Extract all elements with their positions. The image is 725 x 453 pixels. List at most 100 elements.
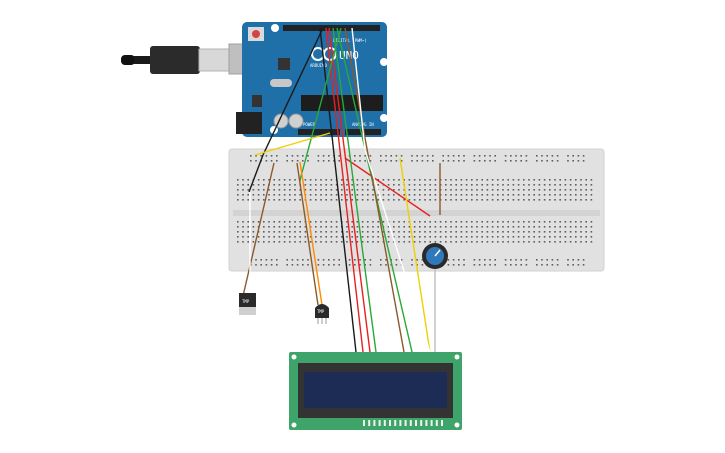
breadboard-hole[interactable] [294,226,296,228]
breadboard-hole[interactable] [549,241,551,243]
breadboard-hole[interactable] [356,241,359,243]
breadboard-hole[interactable] [315,241,317,243]
breadboard-hole[interactable] [387,179,390,181]
breadboard-hole[interactable] [471,199,473,201]
breadboard-hole[interactable] [411,160,413,162]
breadboard-hole[interactable] [497,236,499,238]
breadboard-hole[interactable] [556,155,559,157]
breadboard-hole[interactable] [484,155,486,157]
breadboard-hole[interactable] [299,231,301,233]
breadboard-hole[interactable] [341,199,343,201]
breadboard-hole[interactable] [465,236,468,238]
breadboard-hole[interactable] [575,226,577,228]
breadboard-hole[interactable] [549,236,551,238]
breadboard-hole[interactable] [517,184,520,186]
breadboard-hole[interactable] [382,221,385,223]
breadboard-hole[interactable] [372,221,374,223]
breadboard-hole[interactable] [460,199,463,201]
breadboard-hole[interactable] [398,189,400,191]
breadboard-hole[interactable] [273,221,275,223]
breadboard-hole[interactable] [424,189,426,191]
breadboard-hole[interactable] [283,236,286,238]
breadboard-hole[interactable] [289,231,291,233]
breadboard-hole[interactable] [585,194,587,196]
breadboard-hole[interactable] [294,231,296,233]
breadboard-hole[interactable] [361,199,364,201]
breadboard-hole[interactable] [429,231,431,233]
breadboard-hole[interactable] [268,179,270,181]
breadboard-hole[interactable] [554,231,556,233]
breadboard-hole[interactable] [385,160,387,162]
breadboard-hole[interactable] [299,226,301,228]
breadboard[interactable] [228,148,605,272]
breadboard-hole[interactable] [242,226,244,228]
breadboard-hole[interactable] [533,194,535,196]
breadboard-hole[interactable] [400,160,403,162]
breadboard-hole[interactable] [481,221,483,223]
breadboard-hole[interactable] [549,221,551,223]
breadboard-hole[interactable] [569,194,572,196]
lcd-pin[interactable] [378,420,381,426]
breadboard-hole[interactable] [582,264,585,266]
breadboard-hole[interactable] [551,160,554,162]
breadboard-hole[interactable] [575,231,577,233]
breadboard-hole[interactable] [536,264,538,266]
breadboard-hole[interactable] [356,189,359,191]
breadboard-hole[interactable] [302,264,304,266]
breadboard-hole[interactable] [489,155,491,157]
breadboard-hole[interactable] [489,160,491,162]
breadboard-hole[interactable] [455,194,457,196]
breadboard-hole[interactable] [528,179,530,181]
breadboard-hole[interactable] [335,194,338,196]
breadboard-hole[interactable] [317,160,320,162]
breadboard-hole[interactable] [278,189,281,191]
breadboard-hole[interactable] [445,241,447,243]
breadboard-hole[interactable] [364,259,366,261]
breadboard-hole[interactable] [338,155,340,157]
breadboard-hole[interactable] [481,194,483,196]
breadboard-hole[interactable] [413,184,416,186]
breadboard-hole[interactable] [395,264,398,266]
breadboard-hole[interactable] [502,194,504,196]
lcd-pin[interactable] [430,420,433,426]
breadboard-hole[interactable] [291,264,294,266]
breadboard-hole[interactable] [359,155,361,157]
breadboard-hole[interactable] [247,231,249,233]
breadboard-hole[interactable] [491,184,494,186]
breadboard-hole[interactable] [478,160,481,162]
breadboard-hole[interactable] [252,236,255,238]
breadboard-hole[interactable] [494,155,496,157]
breadboard-hole[interactable] [398,221,400,223]
breadboard-hole[interactable] [460,194,463,196]
breadboard-hole[interactable] [299,194,301,196]
breadboard-hole[interactable] [320,194,322,196]
breadboard-hole[interactable] [390,160,392,162]
breadboard-hole[interactable] [507,189,509,191]
breadboard-hole[interactable] [486,199,489,201]
breadboard-hole[interactable] [398,226,400,228]
breadboard-hole[interactable] [283,184,286,186]
breadboard-hole[interactable] [273,194,275,196]
breadboard-hole[interactable] [538,199,541,201]
breadboard-hole[interactable] [296,160,299,162]
breadboard-hole[interactable] [296,259,299,261]
breadboard-hole[interactable] [242,194,244,196]
breadboard-hole[interactable] [320,189,322,191]
wire-yellow[interactable] [254,132,331,156]
breadboard-hole[interactable] [237,241,239,243]
breadboard-hole[interactable] [393,189,395,191]
breadboard-hole[interactable] [237,189,239,191]
breadboard-hole[interactable] [504,264,507,266]
breadboard-hole[interactable] [520,259,522,261]
breadboard-hole[interactable] [328,264,330,266]
breadboard-hole[interactable] [390,155,392,157]
breadboard-hole[interactable] [533,221,535,223]
breadboard-hole[interactable] [502,231,504,233]
breadboard-hole[interactable] [458,160,460,162]
breadboard-hole[interactable] [577,259,580,261]
breadboard-hole[interactable] [463,155,465,157]
breadboard-hole[interactable] [315,194,317,196]
breadboard-hole[interactable] [263,236,265,238]
breadboard-hole[interactable] [536,259,538,261]
breadboard-hole[interactable] [286,155,288,157]
